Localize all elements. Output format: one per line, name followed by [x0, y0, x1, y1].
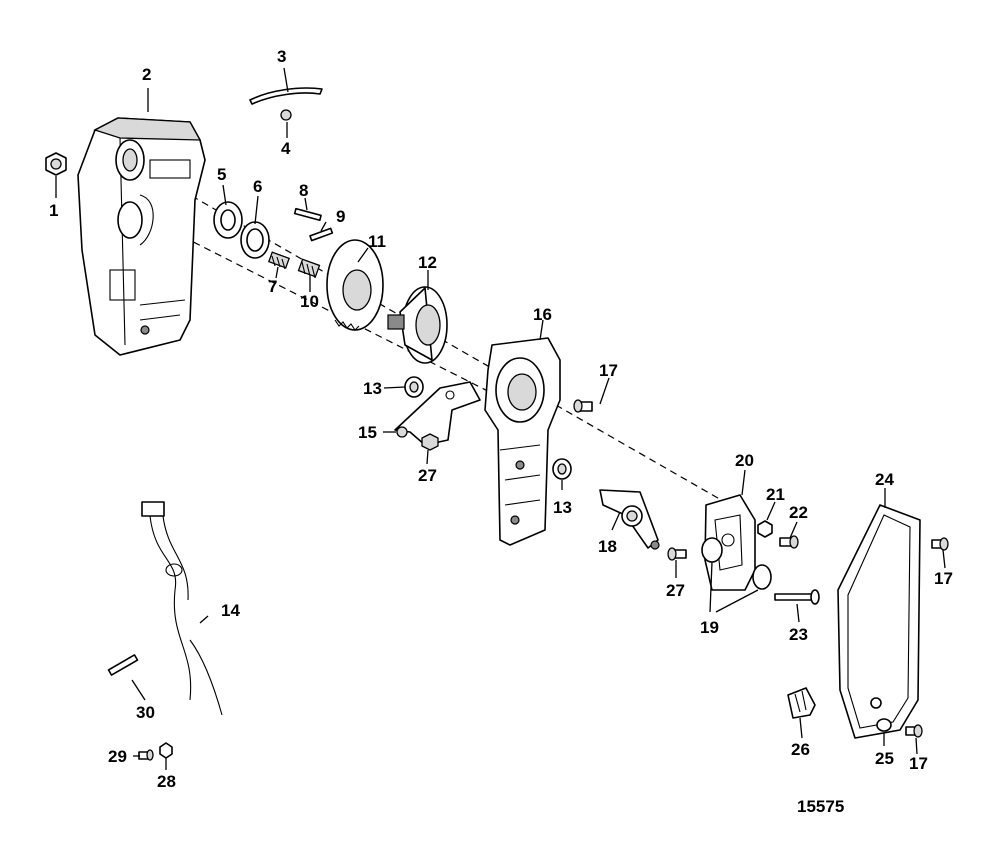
callout-17c: 17	[909, 754, 928, 773]
callout-29: 29	[108, 747, 127, 766]
callout-23: 23	[789, 625, 808, 644]
part-pin-30	[107, 654, 139, 676]
callout-28: 28	[157, 772, 176, 791]
part-bracket-plate	[484, 337, 561, 546]
callout-3: 3	[277, 47, 286, 66]
callout-2: 2	[142, 65, 151, 84]
part-screw-29	[138, 749, 154, 761]
part-gear-disc	[326, 239, 384, 331]
callout-1: 1	[49, 201, 58, 220]
part-screw-17b	[931, 537, 949, 551]
callout-27a: 27	[418, 466, 437, 485]
callout-8: 8	[299, 181, 308, 200]
part-screw-27b	[667, 547, 687, 561]
callout-5: 5	[217, 165, 226, 184]
part-wire-harness	[141, 501, 223, 716]
part-grommet	[787, 687, 816, 719]
part-nut-28	[159, 742, 173, 759]
part-pin-9	[309, 227, 334, 242]
callout-17a: 17	[599, 361, 618, 380]
callout-10: 10	[300, 292, 319, 311]
callout-19: 19	[700, 618, 719, 637]
callout-13b: 13	[553, 498, 572, 517]
callout-16: 16	[533, 305, 552, 324]
callout-18: 18	[598, 537, 617, 556]
figure-number: 15575	[797, 797, 844, 816]
callout-7: 7	[268, 277, 277, 296]
callout-27b: 27	[666, 581, 685, 600]
part-washer-19	[701, 537, 772, 590]
callout-17b: 17	[934, 569, 953, 588]
part-pin-8	[293, 207, 322, 222]
callout-9: 9	[336, 207, 345, 226]
callout-24: 24	[875, 470, 894, 489]
part-screw-17c	[905, 724, 923, 738]
callout-22: 22	[789, 503, 808, 522]
part-screw-17a	[573, 399, 593, 413]
part-washer-13b	[552, 458, 572, 480]
part-screw-27a	[421, 433, 439, 451]
part-spring-wire	[249, 87, 323, 105]
callout-15: 15	[358, 423, 377, 442]
callout-25: 25	[875, 749, 894, 768]
part-spring-10	[297, 258, 321, 279]
part-screw-22	[779, 535, 799, 549]
callout-13a: 13	[363, 379, 382, 398]
callout-6: 6	[253, 177, 262, 196]
callout-11: 11	[368, 232, 386, 251]
part-ball	[280, 109, 292, 121]
leader-lines	[55, 67, 946, 770]
part-ring-6	[240, 221, 270, 259]
callout-21: 21	[766, 485, 785, 504]
part-ring-5	[213, 201, 243, 239]
part-slide-plate	[704, 494, 756, 591]
part-cover-plate	[837, 504, 921, 739]
callout-14: 14	[221, 601, 240, 620]
callout-12: 12	[418, 253, 437, 272]
part-nut-21	[757, 520, 773, 538]
part-washer-25	[876, 718, 892, 732]
callout-labels: 1 2 3 4 5 6 7 8 9 10 11 12 13 13 14 15 1…	[49, 47, 953, 791]
part-housing	[77, 117, 206, 356]
part-nut	[45, 152, 67, 176]
part-bolt-23	[774, 589, 820, 605]
assembly-line-lower	[139, 214, 546, 421]
callout-4: 4	[281, 139, 291, 158]
part-spring-7	[267, 251, 291, 270]
callout-20: 20	[735, 451, 754, 470]
callout-26: 26	[791, 740, 810, 759]
part-hub	[387, 286, 448, 364]
part-arm-18	[599, 489, 660, 550]
part-washer-13a	[404, 376, 424, 398]
part-lever-15	[394, 381, 481, 446]
callout-30: 30	[136, 703, 155, 722]
